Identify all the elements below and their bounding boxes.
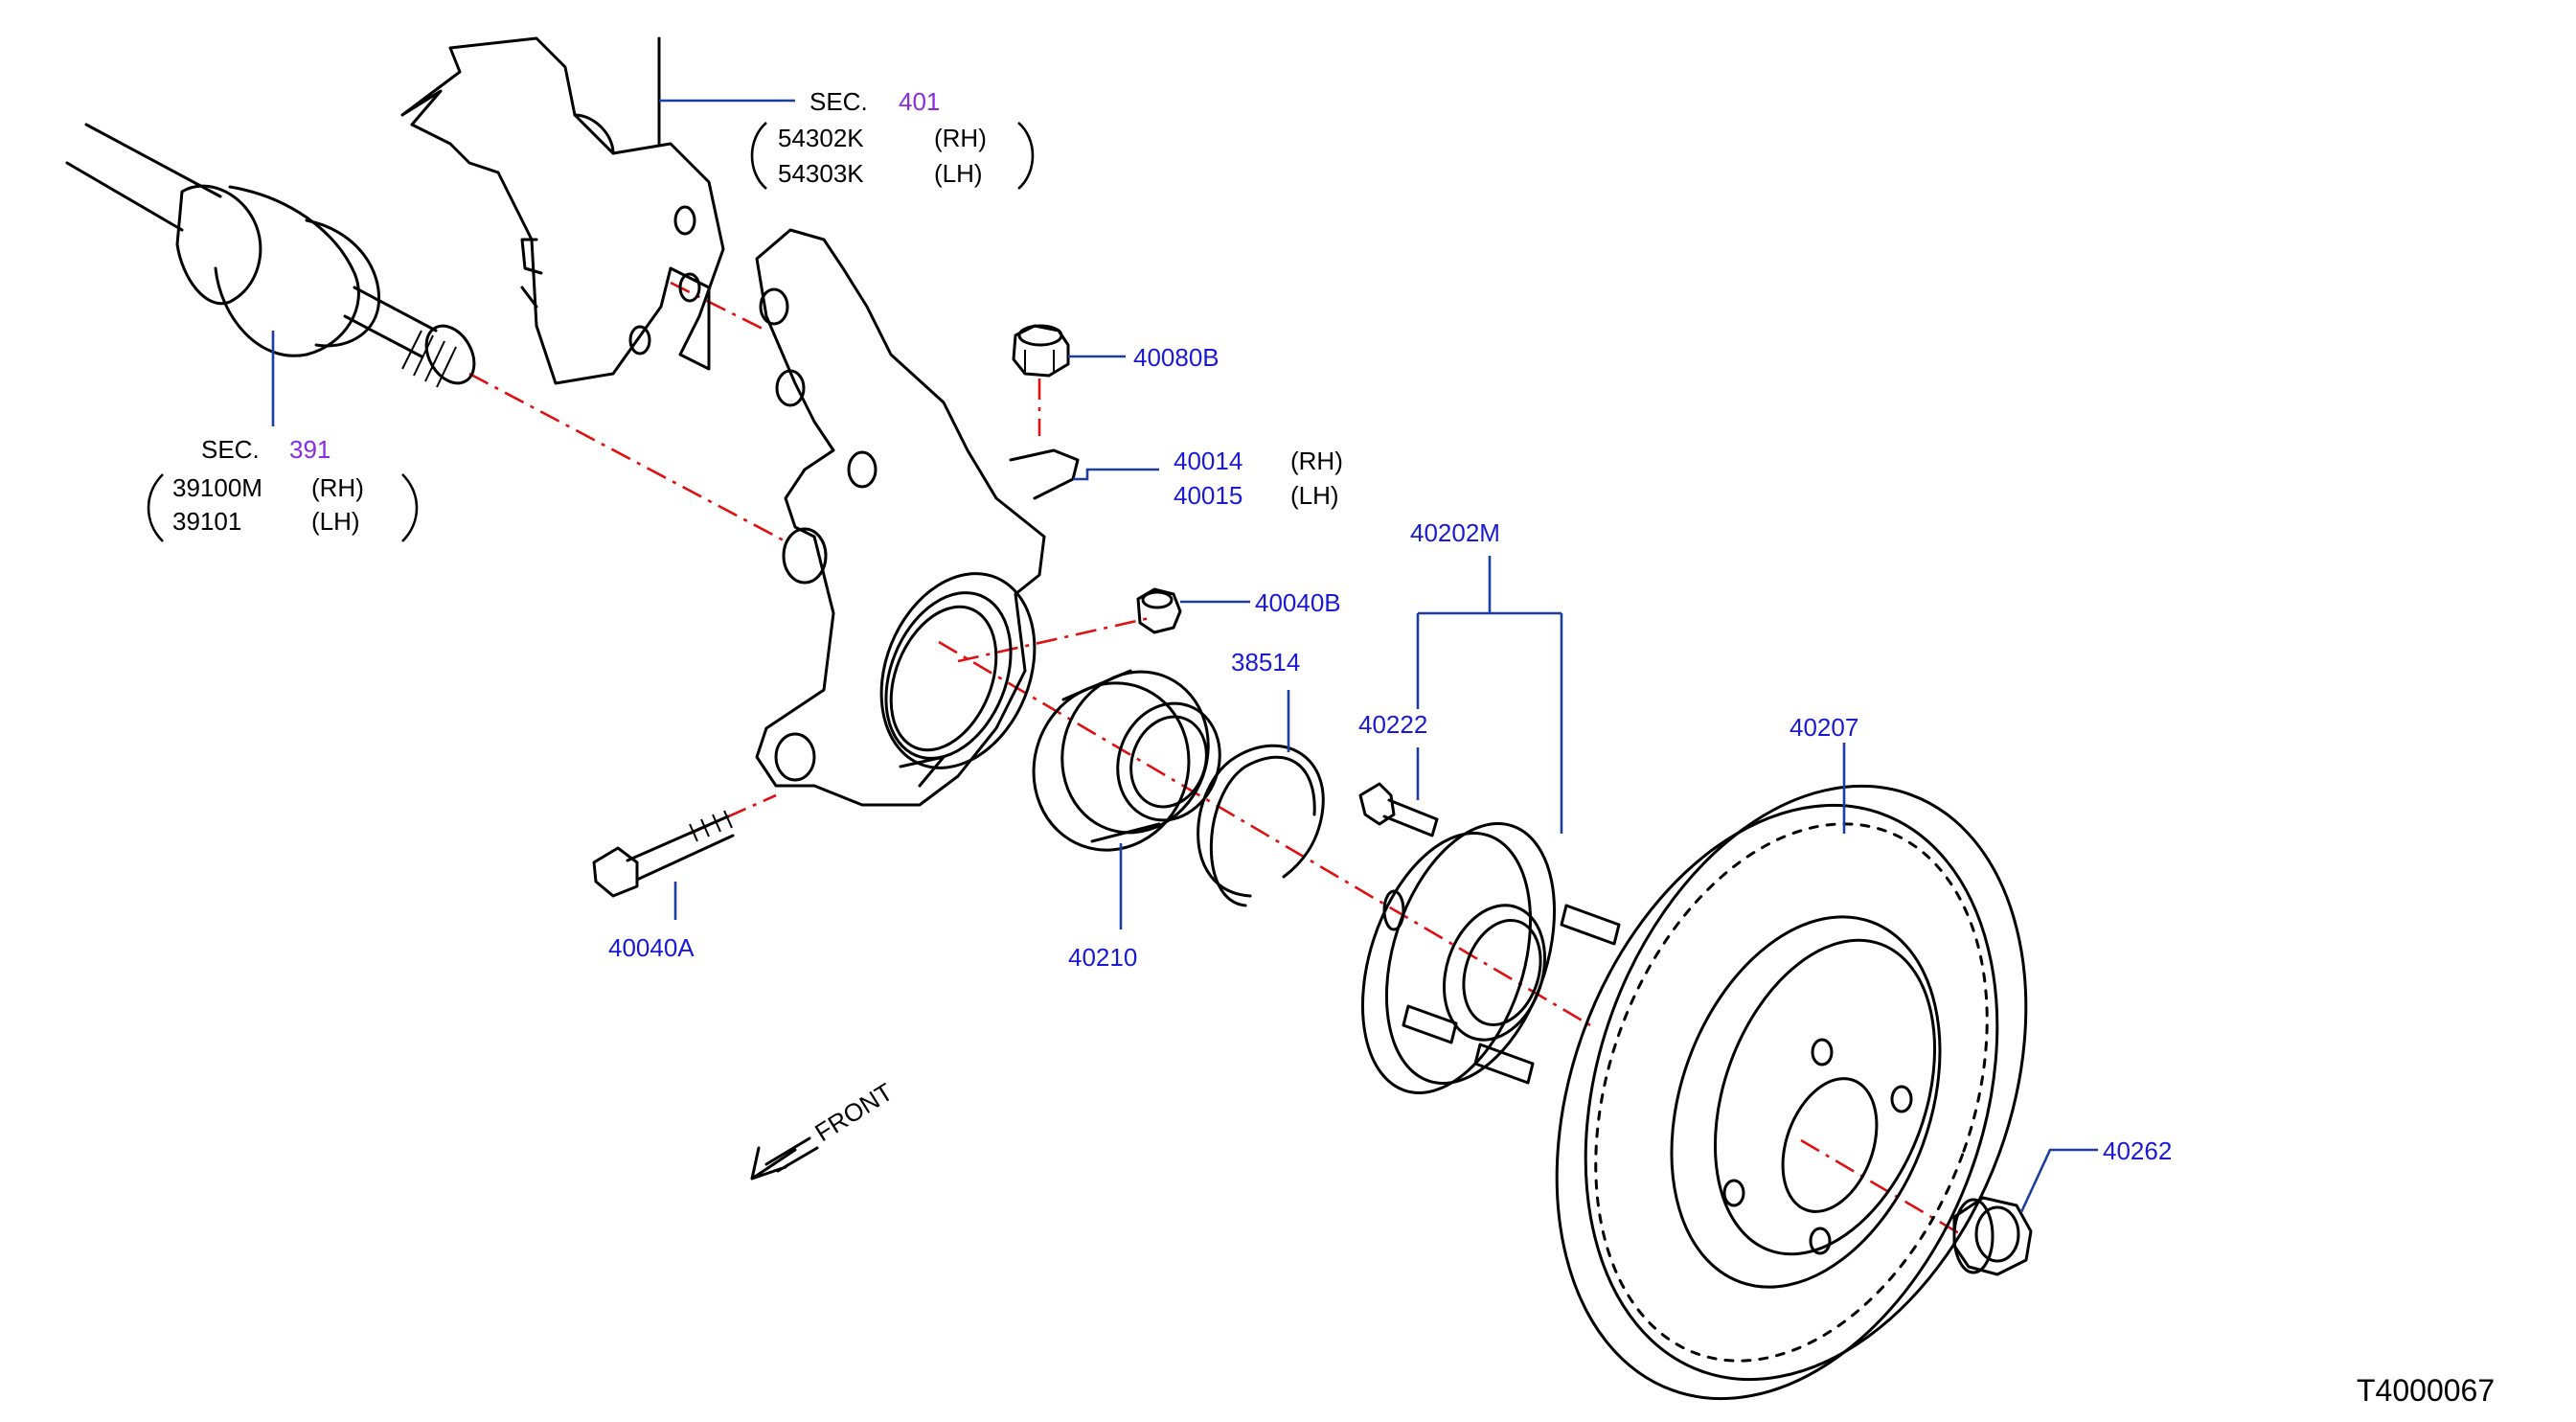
part-label-40040a: 40040A <box>608 933 695 962</box>
sec401-prefix: SEC. <box>809 87 868 116</box>
figure-id: T4000067 <box>2357 1373 2495 1408</box>
part-label-40207: 40207 <box>1790 713 1858 742</box>
part-label-40222: 40222 <box>1358 710 1427 739</box>
snap-ring-38514 <box>1197 744 1325 907</box>
hub-40202m <box>1358 782 1621 1094</box>
part-label-40040b: 40040B <box>1255 588 1341 617</box>
drive-shaft <box>65 123 476 388</box>
part-label-40015-side: (LH) <box>1290 481 1339 510</box>
assembly-axes <box>468 281 1965 1238</box>
sec401-row0-side: (RH) <box>934 124 987 152</box>
sec391-number: 391 <box>289 435 331 464</box>
part-label-40014: 40014 <box>1174 447 1242 475</box>
sec391-row0-code: 39100M <box>172 473 262 502</box>
sec391-prefix: SEC. <box>201 435 260 464</box>
nut-40040b <box>1136 587 1182 634</box>
brake-rotor-40207 <box>1555 784 2028 1401</box>
part-label-40080b: 40080B <box>1133 343 1220 372</box>
sec391-open-paren <box>147 473 164 542</box>
part-label-40015: 40015 <box>1174 481 1242 510</box>
front-arrow-icon <box>750 1136 819 1181</box>
sec401-number: 401 <box>899 87 940 116</box>
sec391-row0-side: (RH) <box>311 473 364 502</box>
hub-nut-40262 <box>1952 1196 2033 1276</box>
strut-assembly <box>400 36 725 385</box>
front-label: FRONT <box>809 1077 898 1147</box>
sec401-row0-code: 54302K <box>778 124 864 152</box>
sec391-row1-code: 39101 <box>172 507 241 536</box>
nut-40080b <box>1012 324 1070 378</box>
sec401-open-paren <box>750 122 767 190</box>
front-direction-indicator: FRONT <box>750 1077 898 1181</box>
sec401-close-paren <box>1017 122 1035 190</box>
sec401-row1-side: (LH) <box>934 159 983 188</box>
steering-knuckle <box>755 228 1080 807</box>
part-label-40014-side: (RH) <box>1290 447 1343 475</box>
part-label-40262: 40262 <box>2103 1136 2172 1165</box>
wheel-bearing-40210 <box>1032 669 1221 852</box>
sec391-close-paren <box>401 473 419 542</box>
part-label-38514: 38514 <box>1231 648 1300 677</box>
sec391-row1-side: (LH) <box>311 507 360 536</box>
leader-lines <box>271 99 2098 1213</box>
part-label-40202m: 40202M <box>1410 518 1500 547</box>
bolt-40040a <box>592 810 735 898</box>
part-label-40210: 40210 <box>1068 943 1137 972</box>
sec401-row1-code: 54303K <box>778 159 864 188</box>
